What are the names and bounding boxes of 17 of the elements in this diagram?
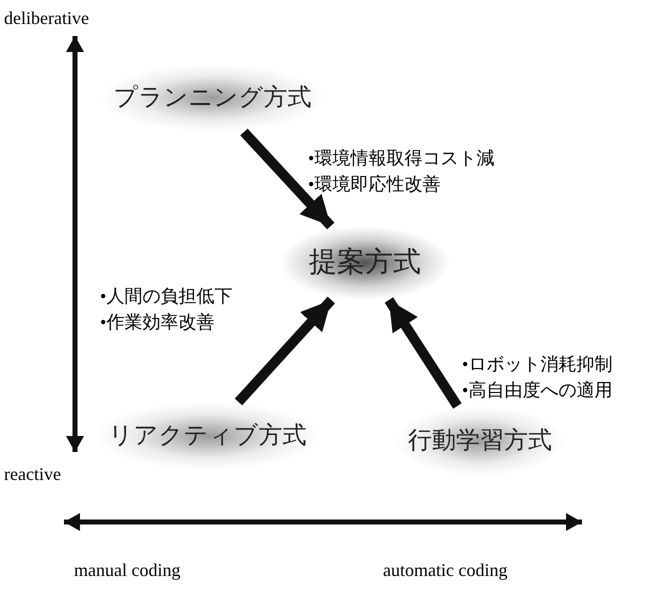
method-name: プランニング方式: [114, 84, 312, 113]
annotation-text: •環境情報取得コスト減: [308, 147, 494, 170]
annotation-text: automatic coding: [383, 559, 508, 582]
annotation-text: •作業効率改善: [100, 311, 214, 334]
annotation-text: •人間の負担低下: [100, 285, 232, 308]
annotation-text: manual coding: [74, 559, 180, 582]
method-name: 提案方式: [309, 246, 421, 280]
annotation-text: •環境即応性改善: [308, 173, 440, 196]
annotation-text: deliberative: [4, 7, 89, 30]
arrow: [384, 297, 462, 409]
annotation-text: reactive: [4, 463, 61, 486]
annotation-text: •高自由度への適用: [462, 379, 612, 402]
arrow: [240, 128, 334, 230]
annotation-text: •ロボット消耗抑制: [462, 353, 612, 376]
method-name: 行動学習方式: [408, 426, 552, 456]
method-name: リアクティブ方式: [108, 422, 306, 451]
arrow: [234, 296, 336, 406]
